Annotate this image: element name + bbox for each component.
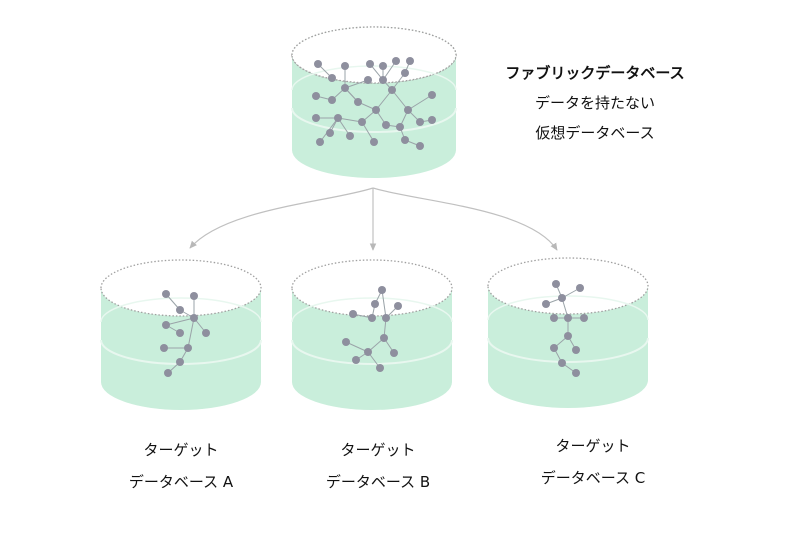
target-b-network-nodes — [342, 286, 402, 372]
fabric-database-cylinder — [291, 26, 457, 178]
target-b-line2: データベース B — [325, 473, 431, 491]
fabric-subtitle-1: データを持たない — [534, 94, 655, 112]
target-c-network-nodes — [542, 280, 588, 377]
arrow-to-target-a — [189, 187, 374, 249]
target-a-line1: ターゲット — [143, 441, 219, 459]
arrow-to-target-c — [372, 187, 558, 251]
fabric-database-label: ファブリックデータベース データを持たない 仮想データベース — [500, 58, 690, 148]
target-b-label: ターゲット データベース B — [298, 434, 458, 498]
target-a-line2: データベース A — [128, 473, 234, 491]
target-b-line1: ターゲット — [340, 441, 416, 459]
target-a-network-nodes — [160, 290, 210, 377]
fabric-subtitle-2: 仮想データベース — [535, 124, 655, 142]
target-a-label: ターゲット データベース A — [101, 434, 261, 498]
target-c-line2: データベース C — [540, 469, 646, 487]
target-database-c-cylinder — [487, 257, 649, 408]
fabric-title: ファブリックデータベース — [505, 64, 685, 82]
target-c-label: ターゲット データベース C — [513, 430, 673, 494]
target-database-a-cylinder — [100, 259, 262, 410]
target-c-line1: ターゲット — [555, 437, 631, 455]
fabric-network-nodes — [312, 57, 436, 150]
target-database-b-cylinder — [291, 259, 453, 410]
